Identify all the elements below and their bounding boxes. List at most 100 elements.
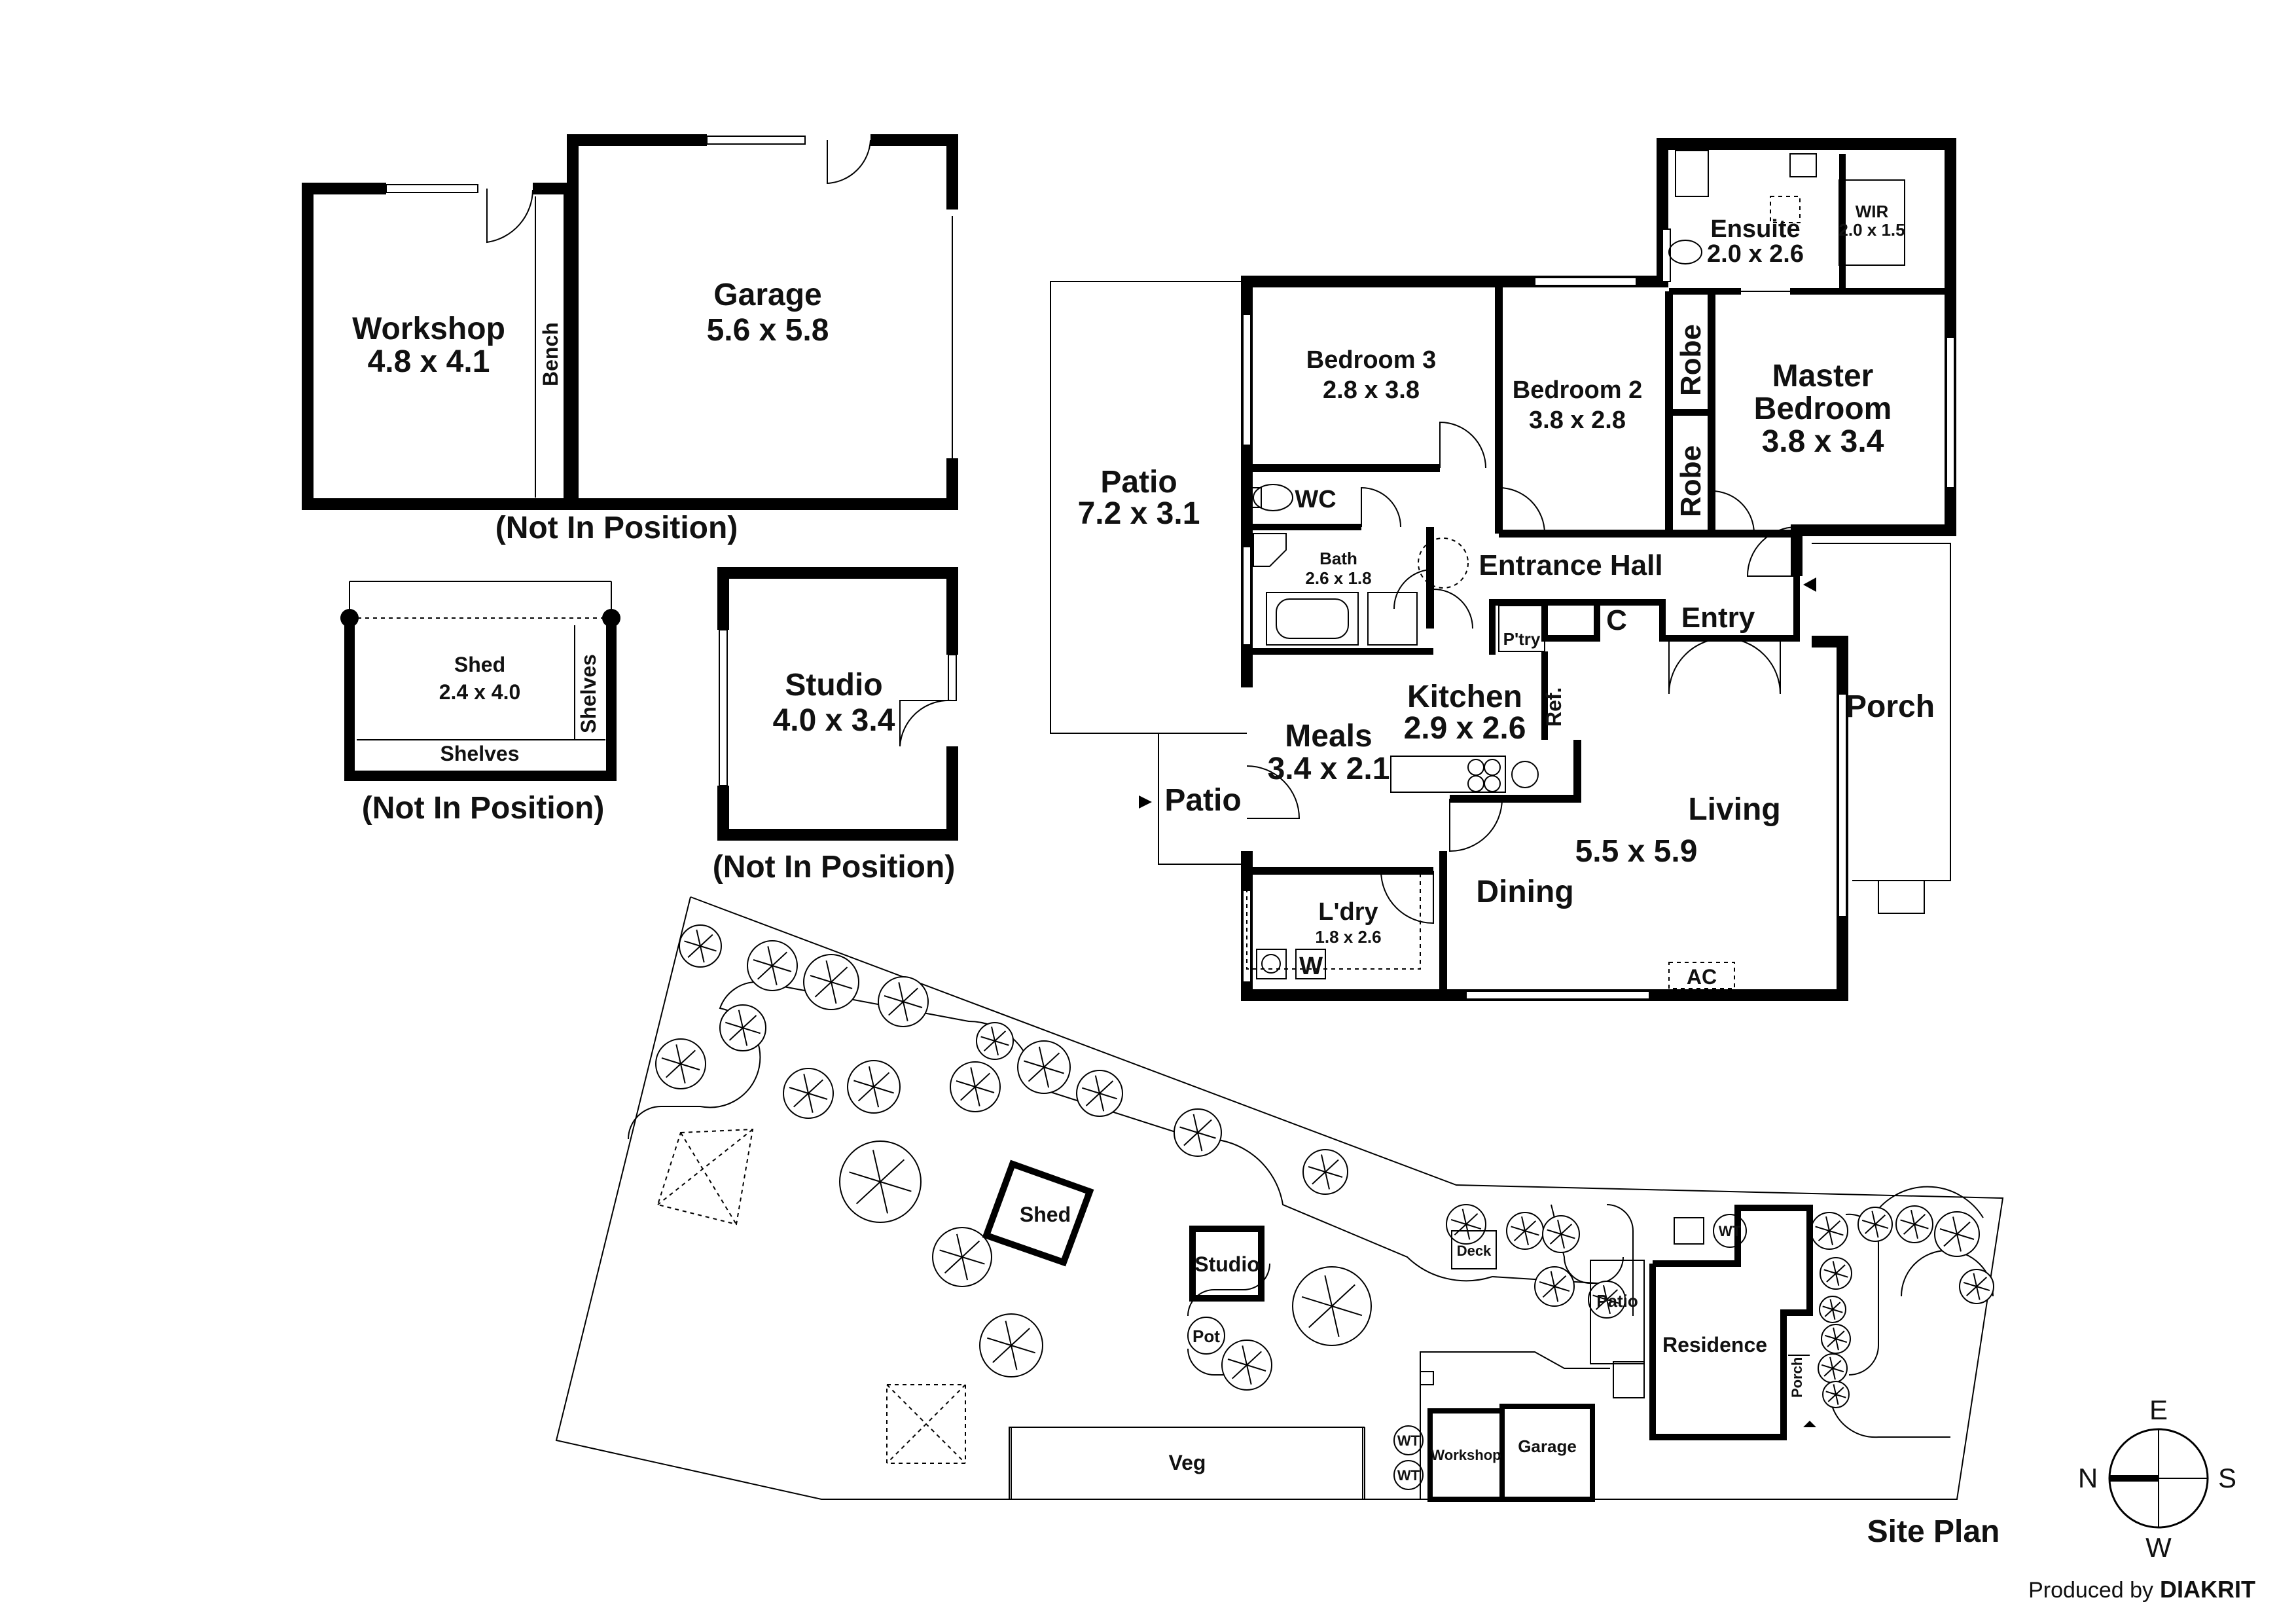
living-size: 5.5 x 5.9 (1575, 834, 1698, 869)
tree-icon (1857, 1207, 1893, 1242)
robe-2-label: Robe (1675, 445, 1707, 517)
site-structures (982, 1159, 1816, 1502)
workshop-size: 4.8 x 4.1 (368, 344, 490, 379)
site-porch-label: Porch (1789, 1357, 1805, 1398)
tree-icon (839, 1140, 922, 1223)
laundry-name: L'dry (1318, 898, 1378, 926)
shed-size: 2.4 x 4.0 (439, 680, 521, 704)
tree-icon (1302, 1149, 1348, 1195)
master-size: 3.8 x 3.4 (1762, 424, 1884, 459)
tree-icon (1821, 1324, 1851, 1354)
site-trees (655, 924, 1994, 1408)
entry-label: Entry (1681, 602, 1755, 634)
cupboard-label: C (1606, 604, 1627, 636)
tree-icon (1819, 1296, 1846, 1323)
master-line1: Master (1772, 359, 1874, 393)
tree-icon (1959, 1269, 1994, 1304)
master-line2: Bedroom (1754, 392, 1892, 426)
wc-label: WC (1295, 486, 1336, 513)
tree-icon (679, 924, 722, 968)
meals-name: Meals (1285, 719, 1372, 754)
patio-small-label: Patio (1164, 783, 1241, 818)
compass-south: S (2218, 1463, 2236, 1493)
shed-name: Shed (454, 653, 505, 676)
tree-icon (1506, 1212, 1544, 1250)
tree-icon (1542, 1215, 1580, 1253)
tree-icon (979, 1313, 1043, 1377)
water-tank-label: WT (1397, 1467, 1420, 1484)
garage-block (567, 134, 958, 510)
tree-icon (803, 954, 859, 1010)
shed-block (340, 581, 620, 781)
tree-icon (1076, 1070, 1123, 1117)
tree-icon (847, 1060, 901, 1114)
ensuite-name: Ensuite (1710, 215, 1800, 243)
bedroom3-size: 2.8 x 3.8 (1323, 376, 1420, 404)
bedroom2-name: Bedroom 2 (1513, 376, 1642, 404)
site-plan-title: Site Plan (1867, 1514, 2000, 1549)
site-deck-label: Deck (1457, 1243, 1492, 1259)
water-tank-label: WT (1719, 1223, 1742, 1239)
bedroom2-size: 3.8 x 2.8 (1529, 407, 1626, 434)
wir-name: WIR (1856, 202, 1889, 221)
tree-icon (1934, 1211, 1980, 1257)
tree-icon (719, 1004, 766, 1051)
kitchen-size: 2.9 x 2.6 (1404, 711, 1526, 746)
shed-shelves-bottom: Shelves (440, 742, 520, 765)
not-in-position-label: (Not In Position) (495, 511, 738, 545)
compass-icon (2108, 1428, 2209, 1529)
tree-icon (655, 1038, 706, 1089)
workshop-block (302, 183, 575, 510)
washer-label: W (1299, 953, 1323, 980)
meals-size: 3.4 x 2.1 (1268, 752, 1390, 786)
tree-icon (1017, 1040, 1071, 1094)
tree-icon (976, 1022, 1014, 1060)
kitchen-name: Kitchen (1407, 680, 1522, 714)
residence-walls (1050, 138, 1956, 1001)
not-in-position-label: (Not In Position) (713, 850, 956, 884)
site-shed-label: Shed (1020, 1203, 1071, 1226)
tree-icon (1810, 1212, 1848, 1250)
credit-prefix: Produced by (2028, 1578, 2153, 1603)
studio-name: Studio (785, 668, 882, 702)
tree-icon (1822, 1381, 1850, 1408)
ac-label: AC (1687, 965, 1717, 989)
water-tank-label: WT (1397, 1432, 1420, 1449)
garage-size: 5.6 x 5.8 (707, 313, 829, 348)
site-pot-label: Pot (1193, 1326, 1220, 1346)
tree-icon (1292, 1266, 1372, 1346)
compass-north: N (2078, 1463, 2098, 1493)
tree-icon (932, 1227, 992, 1287)
tree-icon (1221, 1340, 1272, 1391)
site-studio-label: Studio (1194, 1252, 1260, 1276)
wir-size: 2.0 x 1.5 (1839, 220, 1905, 240)
tree-icon (783, 1068, 834, 1119)
compass-west: W (2145, 1532, 2172, 1563)
tree-icon (950, 1061, 1001, 1112)
entrance-hall-label: Entrance Hall (1479, 549, 1662, 581)
compass-east: E (2149, 1395, 2168, 1425)
site-boundary (555, 896, 2004, 1500)
tree-icon (1534, 1266, 1575, 1307)
living-label: Living (1688, 792, 1780, 827)
workshop-name: Workshop (352, 312, 505, 346)
not-in-position-label: (Not In Position) (362, 791, 605, 826)
tree-icon (1820, 1257, 1852, 1290)
tree-icon (1446, 1204, 1486, 1245)
garage-name: Garage (713, 278, 821, 312)
site-residence-label: Residence (1662, 1333, 1767, 1357)
bench-label: Bench (539, 322, 562, 386)
dining-label: Dining (1476, 875, 1573, 909)
tree-icon (1174, 1108, 1222, 1157)
studio-block (717, 567, 958, 841)
tree-icon (747, 940, 798, 991)
site-patio-label: Patio (1596, 1291, 1638, 1311)
bedroom3-name: Bedroom 3 (1306, 346, 1436, 374)
studio-size: 4.0 x 3.4 (773, 703, 895, 738)
shed-shelves-side: Shelves (577, 654, 600, 733)
laundry-size: 1.8 x 2.6 (1315, 927, 1381, 947)
site-veg-label: Veg (1169, 1451, 1206, 1474)
ref-label: Ref. (1542, 687, 1566, 727)
porch-label: Porch (1846, 689, 1935, 724)
